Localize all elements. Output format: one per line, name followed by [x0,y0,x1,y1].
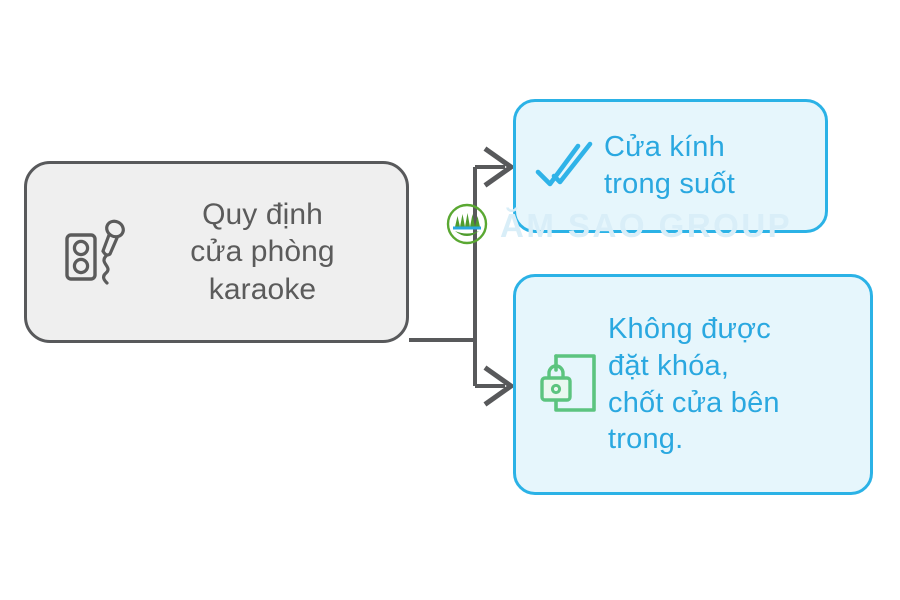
node-branch-bottom-label-line: chốt cửa bên [608,386,780,419]
locked-document-icon [536,350,602,420]
speaker-microphone-icon [63,215,133,289]
arrowhead-branch-top [483,146,516,188]
five-star-group-logo-icon [446,203,488,245]
node-root-label-line: cửa phòng [190,235,335,269]
node-branch-top[interactable]: Cửa kính trong suốt [513,99,828,233]
node-branch-bottom[interactable]: Không được đặt khóa, chốt cửa bên trong. [513,274,873,495]
node-branch-bottom-label-line: Không được [608,313,771,346]
node-branch-top-label-line: trong suốt [604,168,735,200]
node-branch-top-label: Cửa kính trong suốt [604,129,749,202]
arrowhead-branch-bottom [483,365,516,407]
node-root-label-line: karaoke [208,272,317,306]
node-branch-top-label-line: Cửa kính [604,131,725,164]
node-branch-bottom-label-line: đặt khóa, [608,349,730,382]
node-branch-bottom-label: Không được đặt khóa, chốt cửa bên trong. [608,311,796,457]
node-root[interactable]: Quy định cửa phòng karaoke [24,161,409,343]
node-root-label: Quy định cửa phòng karaoke [137,196,406,308]
double-check-icon [534,136,596,196]
node-branch-bottom-label-line: trong. [608,423,684,456]
node-root-label-line: Quy định [202,198,323,232]
